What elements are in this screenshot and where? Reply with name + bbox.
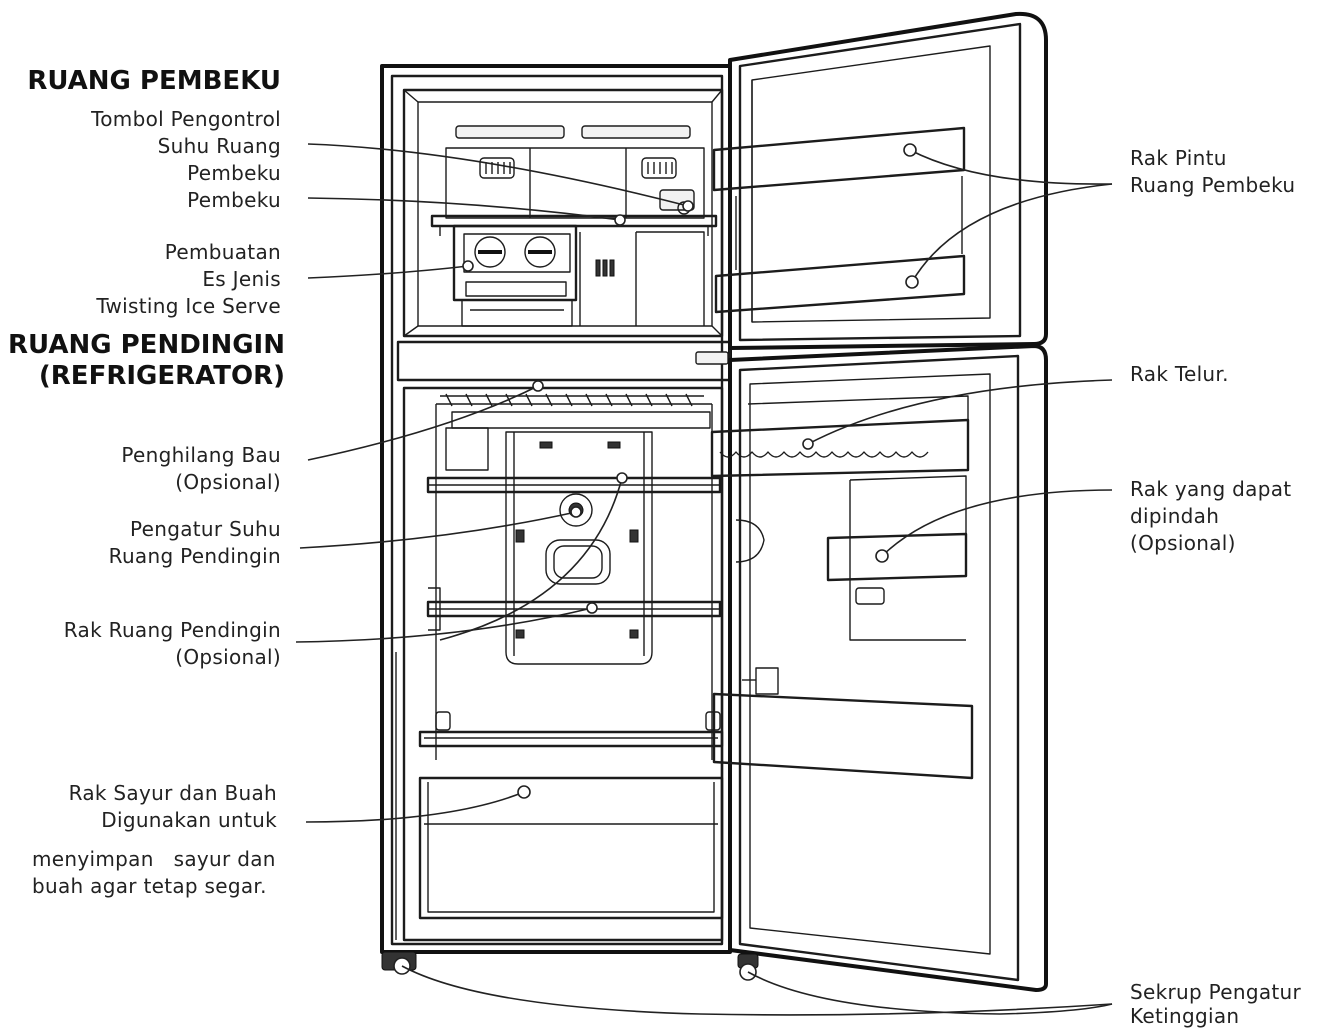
label-movable-rack: Rak yang dapat dipindah (Opsional): [1130, 477, 1292, 555]
label-leveling-screw: Sekrup Pengatur Ketinggian: [1130, 980, 1302, 1028]
freezer-vent-right: [641, 157, 677, 179]
label-vegetable-drawer: Rak Sayur dan Buah Digunakan untuk: [68, 781, 277, 832]
fridge-door: [710, 344, 1048, 992]
ice-maker: [452, 224, 578, 327]
label-deodorizer: Penghilang Bau (Opsional): [121, 443, 281, 494]
label-ice-maker: Pembuatan Es Jenis Twisting Ice Serve: [96, 240, 281, 318]
vegetable-drawer: [418, 776, 724, 920]
heading-freezer: RUANG PEMBEKU: [27, 66, 281, 96]
freezer-vent-left: [479, 157, 515, 179]
fridge-shelf-upper: [426, 476, 722, 494]
egg-tray: [710, 418, 970, 478]
label-freezer-door-rack: Rak Pintu Ruang Pembeku: [1130, 146, 1296, 197]
label-egg-tray: Rak Telur.: [1130, 362, 1229, 386]
heading-fridge: RUANG PENDINGIN (REFRIGERATOR): [8, 330, 285, 391]
movable-rack: [826, 532, 968, 582]
leader-lines: [295, 143, 1113, 1016]
fridge-shelf-lower: [426, 600, 722, 618]
pointer-dots: [462, 143, 919, 799]
label-fridge-temp-control: Pengatur Suhu Ruang Pendingin: [108, 517, 281, 568]
freezer-door: [712, 11, 1048, 350]
fridge-compartment: [395, 386, 724, 942]
label-freezer: Pembeku: [187, 188, 281, 212]
leveling-feet: [381, 951, 759, 981]
label-freezer-temp-control: Tombol Pengontrol Suhu Ruang Pembeku: [91, 107, 281, 185]
label-fridge-shelf: Rak Ruang Pendingin (Opsional): [63, 618, 281, 669]
label-vegetable-drawer-desc: menyimpan sayur dan buah agar tetap sega…: [32, 847, 276, 898]
compartment-divider: [396, 340, 732, 382]
